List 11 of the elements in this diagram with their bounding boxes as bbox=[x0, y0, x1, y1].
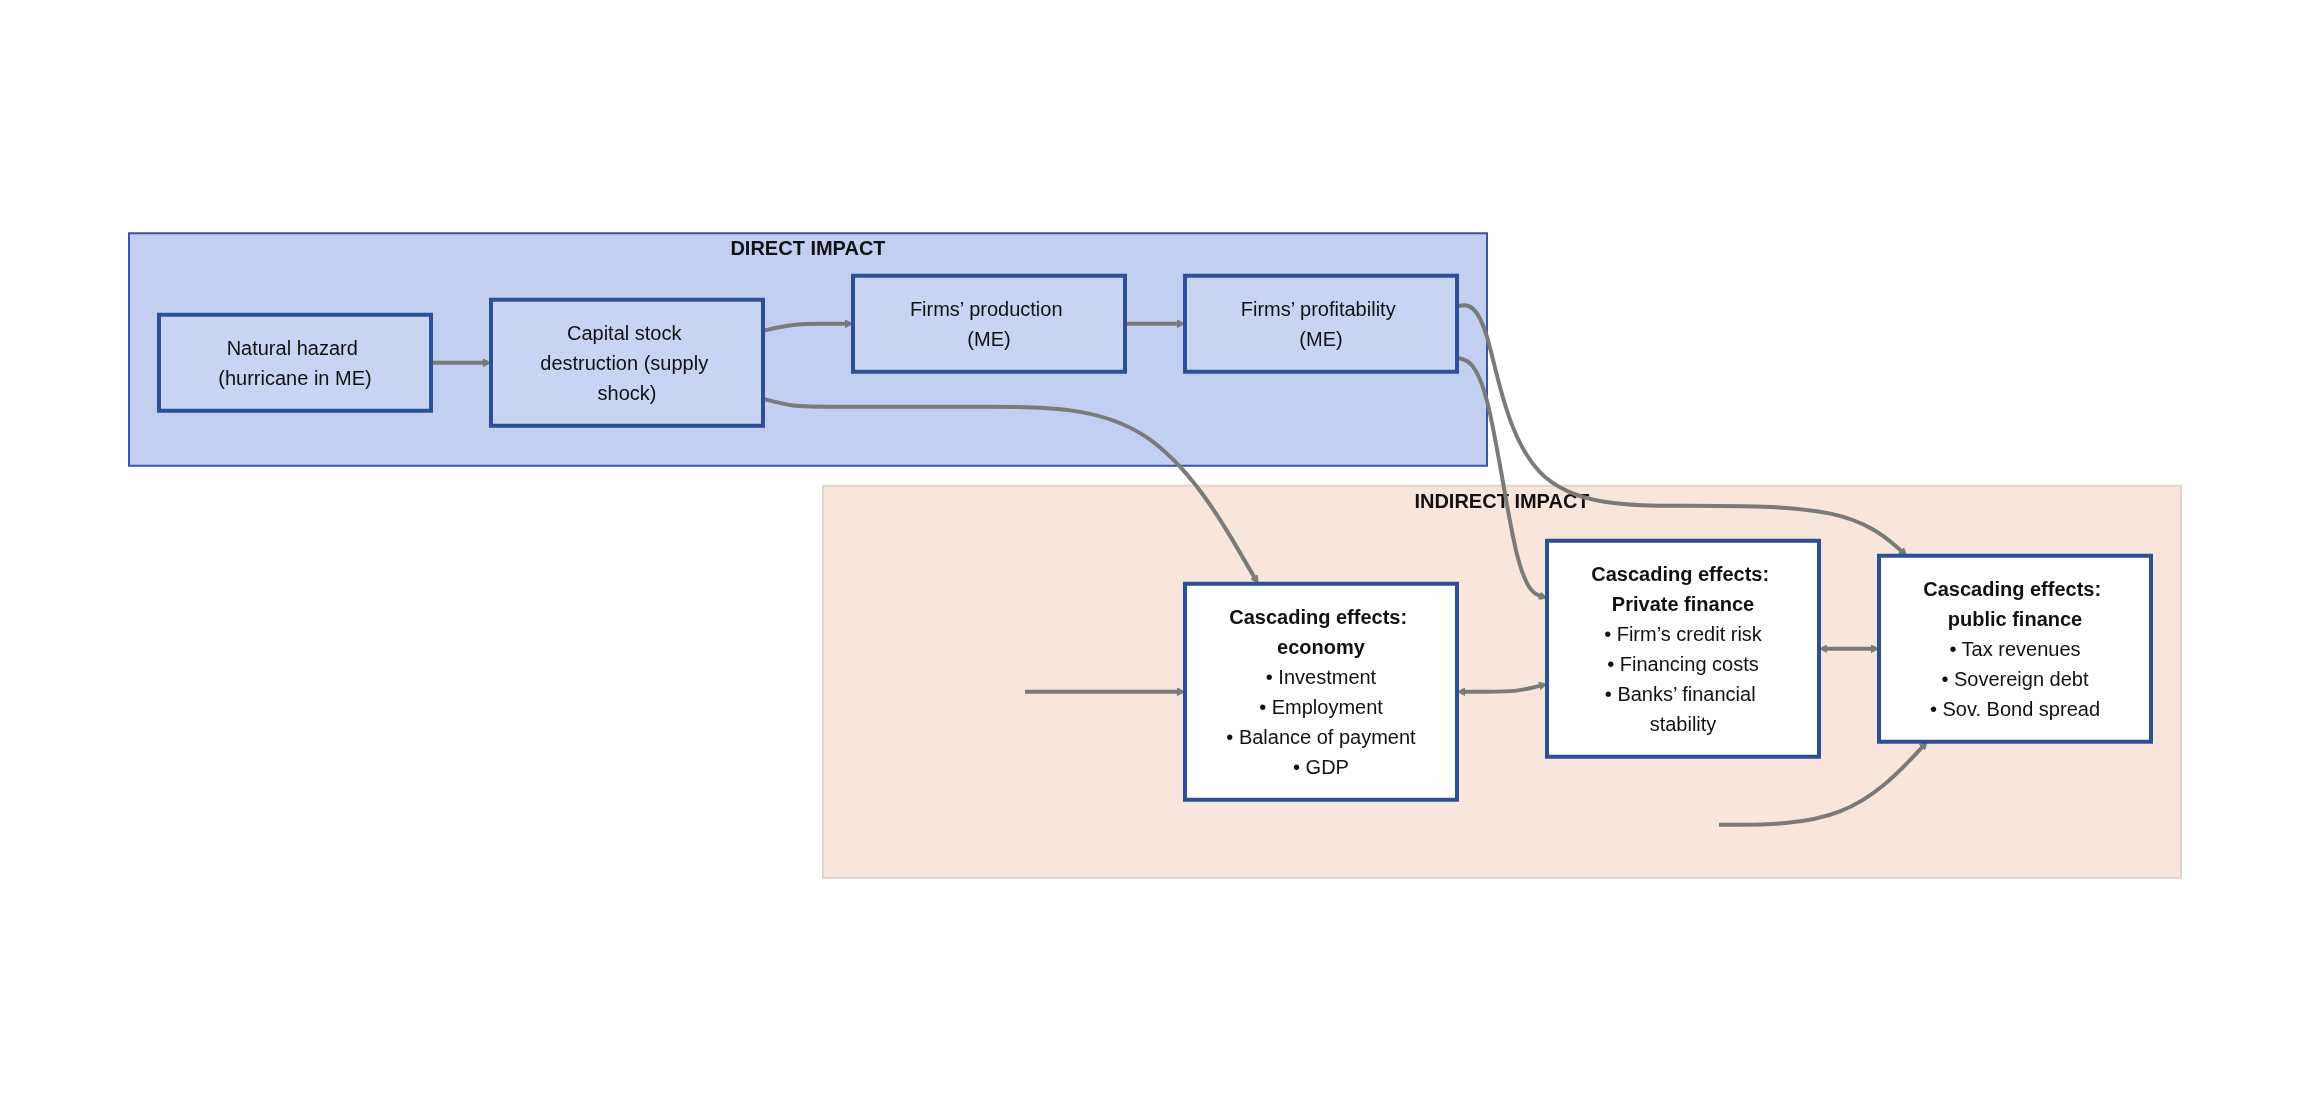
node-box: Cascading effects: economy • Investment • Employment • Balance of payment • GDP bbox=[1183, 581, 1459, 802]
arrow bbox=[1125, 319, 1186, 329]
node-box: Cascading effects: public finance • Tax revenues • Sovereign debt • Sov. Bond spread bbox=[1877, 553, 2153, 744]
arrow bbox=[762, 319, 854, 333]
node-box: Firms’ production (ME) bbox=[851, 273, 1127, 374]
node-box: Firms’ profitability (ME) bbox=[1183, 273, 1459, 374]
node-box: Cascading effects: Private finance • Firm’s credit risk • Financing costs • Banks’ financial stability bbox=[1545, 538, 1821, 759]
arrow bbox=[431, 358, 492, 368]
node-box: Natural hazard (hurricane in ME) bbox=[157, 312, 433, 413]
arrow bbox=[1719, 741, 1928, 827]
node-box: Capital stock destruction (supply shock) bbox=[489, 297, 765, 428]
